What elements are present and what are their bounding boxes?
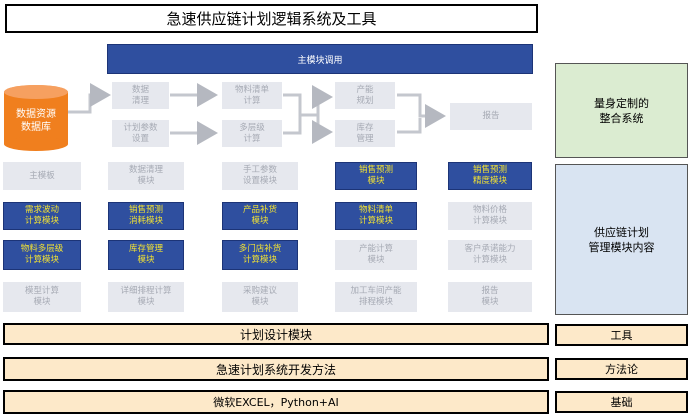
main-module-call: 主模块调用 (107, 44, 533, 74)
side-methodology: 方法论 (555, 358, 688, 380)
side-custom-system: 量身定制的 整合系统 (555, 63, 688, 158)
data-resource-label: 数据资源 数据库 (16, 109, 56, 133)
module-box: 销售预测 精度模块 (448, 162, 532, 190)
plan-design-bar: 计划设计模块 (3, 323, 549, 345)
module-box: 模型计算 模块 (3, 282, 81, 312)
module-box: 主模板 (3, 162, 81, 190)
side-basis: 基础 (555, 391, 688, 413)
dev-method-bar: 急速计划系统开发方法 (3, 357, 549, 381)
module-box: 需求波动 计算模块 (3, 202, 81, 230)
flow-report: 报告 (450, 103, 532, 130)
side-tools: 工具 (555, 324, 688, 346)
module-box: 加工车间产能 排程模块 (335, 282, 417, 312)
module-box: 多门店补货 计算模块 (222, 240, 298, 270)
module-box: 客户承诺能力 计算模块 (448, 240, 532, 270)
flow-inventory: 库存 管理 (335, 120, 395, 147)
module-box: 采购建议 模块 (222, 282, 298, 312)
module-box: 销售预测 消耗模块 (108, 202, 184, 230)
module-box: 物料多层级 计算模块 (3, 240, 81, 270)
foundation-bar: 微软EXCEL，Python+AI (3, 390, 549, 414)
module-box: 产品补货 模块 (222, 202, 298, 230)
module-box: 数据清理 模块 (108, 162, 184, 190)
flow-data-clean: 数据 清理 (112, 82, 169, 109)
diagram-title: 急速供应链计划逻辑系统及工具 (5, 4, 538, 33)
side-supply-chain: 供应链计划 管理模块内容 (555, 164, 688, 315)
flow-plan-params: 计划参数 设置 (112, 120, 169, 147)
module-box: 产能计算 模块 (335, 240, 417, 270)
flow-capacity: 产能 规划 (335, 82, 395, 109)
module-box: 详细排程计算 模块 (108, 282, 184, 312)
module-box: 销售预测 模块 (335, 162, 417, 190)
flow-bom: 物料清单 计算 (222, 82, 282, 109)
module-box: 物料清单 计算模块 (335, 202, 417, 230)
module-box: 报告 模块 (448, 282, 532, 312)
flow-multilevel: 多层级 计算 (222, 120, 282, 147)
module-box: 库存管理 模块 (108, 240, 184, 270)
module-box: 手工参数 设置模块 (222, 162, 298, 190)
module-box: 物料价格 计算模块 (448, 202, 532, 230)
